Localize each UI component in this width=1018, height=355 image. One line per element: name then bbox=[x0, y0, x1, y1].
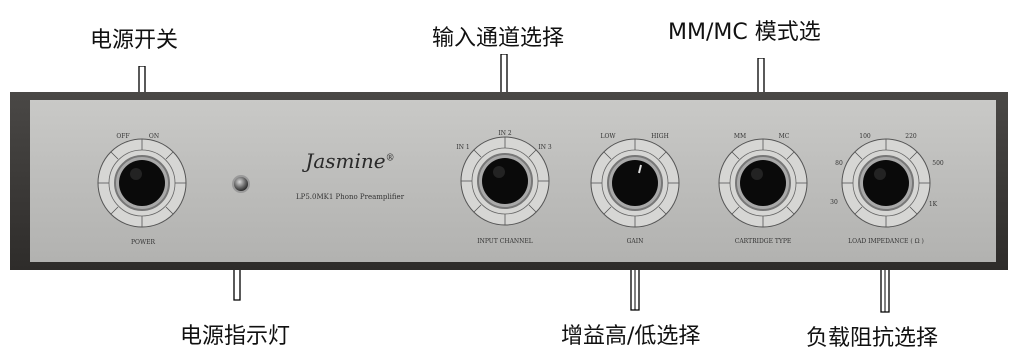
input-in3-label: IN 3 bbox=[538, 144, 552, 151]
gain-high-label: HIGH bbox=[651, 133, 669, 140]
cartridge-mm-label: MM bbox=[733, 133, 747, 140]
brand-logo: Jasmine® bbox=[305, 149, 395, 173]
power-knob[interactable] bbox=[96, 137, 188, 229]
load-30-label: 30 bbox=[830, 199, 838, 206]
gain-knob[interactable] bbox=[589, 137, 681, 229]
power-switch-callout: 电源开关 bbox=[90, 28, 179, 53]
input-in1-label: IN 1 bbox=[456, 144, 470, 151]
power-led bbox=[232, 175, 250, 193]
model-label: LP5.0MK1 Phono Preamplifier bbox=[295, 193, 405, 201]
cartridge-type-label: CARTRIDGE TYPE bbox=[734, 238, 792, 245]
gain-low-label: LOW bbox=[600, 133, 616, 140]
gain-label: GAIN bbox=[626, 238, 644, 245]
load-select-callout: 负载阻抗选择 bbox=[806, 326, 939, 351]
gain-select-callout: 增益高/低选择 bbox=[561, 324, 701, 349]
load-100-label: 100 bbox=[859, 133, 871, 140]
input-in2-label: IN 2 bbox=[498, 130, 512, 137]
power-on-label: ON bbox=[148, 133, 160, 140]
load-80-label: 80 bbox=[835, 160, 843, 167]
power-led-callout: 电源指示灯 bbox=[180, 324, 291, 349]
input-channel-knob[interactable] bbox=[459, 135, 551, 227]
load-impedance-knob[interactable] bbox=[840, 137, 932, 229]
cartridge-mc-label: MC bbox=[778, 133, 790, 140]
load-220-label: 220 bbox=[905, 133, 917, 140]
input-channel-label: INPUT CHANNEL bbox=[477, 238, 533, 245]
power-label: POWER bbox=[130, 239, 156, 246]
load-impedance-label: LOAD IMPEDANCE ( Ω ) bbox=[848, 238, 924, 245]
load-1k-label: 1K bbox=[928, 201, 938, 208]
power-off-label: OFF bbox=[116, 133, 130, 140]
input-select-callout: 输入通道选择 bbox=[432, 26, 565, 51]
mm-mc-callout: MM/MC 模式选 bbox=[668, 20, 821, 45]
load-500-label: 500 bbox=[932, 160, 944, 167]
cartridge-type-knob[interactable] bbox=[717, 137, 809, 229]
